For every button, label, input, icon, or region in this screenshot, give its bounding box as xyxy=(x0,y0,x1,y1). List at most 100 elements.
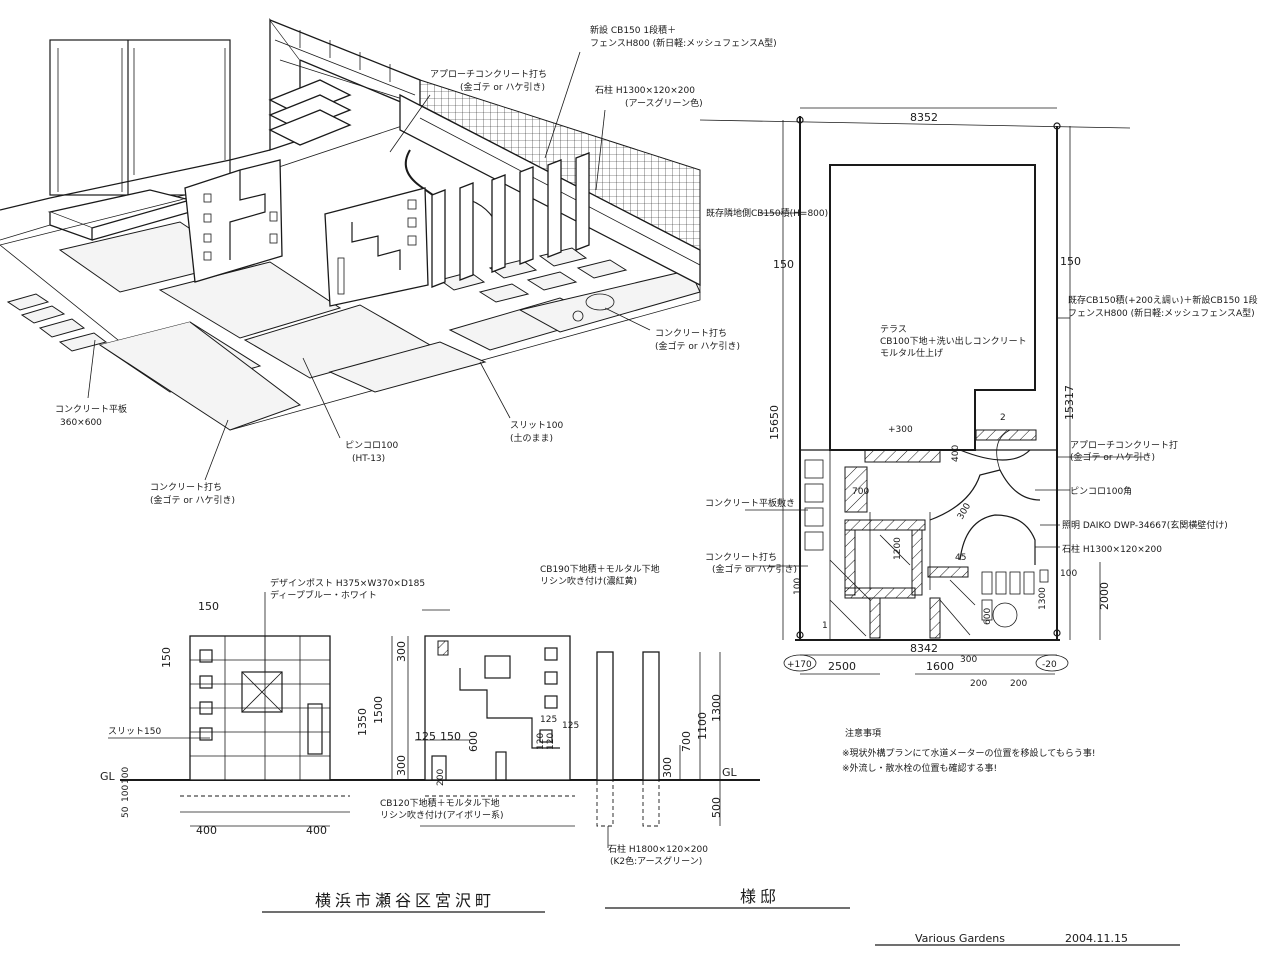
plan-cast-sub: (金ゴテ or ハケ引き) xyxy=(712,563,797,575)
elev-slit-label: スリット150 xyxy=(108,727,161,737)
plan-dim-600: 600 xyxy=(983,608,993,625)
plan-dim-45: 45 xyxy=(955,553,966,563)
elev-dim-300a: 300 xyxy=(395,641,408,662)
elev-gl-left: GL xyxy=(100,770,116,783)
elev-cb120-label: CB120下地積＋モルタル下地 xyxy=(380,797,500,809)
elev-cb190-sub: リシン吹き付け(濃紅黄) xyxy=(540,575,637,587)
elev-gl-right: GL xyxy=(722,766,738,779)
design-wall-right xyxy=(324,187,429,307)
plan-dim-1300: 1300 xyxy=(1038,587,1048,610)
elev-dim-1100: 1100 xyxy=(696,712,709,740)
plan-dim-bottom-left: 2500 xyxy=(828,660,856,673)
persp-newcb-sub: フェンスH800 (新日軽:メッシュフェンスA型) xyxy=(590,37,777,49)
elevation-views: GL GL 150 150 300 1350 1500 300 125 150 … xyxy=(100,563,760,867)
plan-level-left: +170 xyxy=(787,660,812,670)
plan-light-label: 照明 DAIKO DWP-34667(玄関横壁付け) xyxy=(1062,519,1228,531)
plan-existing-cb-right-sub: フェンスH800 (新日軽:メッシュフェンスA型) xyxy=(1068,307,1255,319)
title-date: 2004.11.15 xyxy=(1065,932,1128,945)
plan-existing-cb-label: 既存隣地側CB150積(H=800) xyxy=(706,207,828,219)
persp-approach-label: アプローチコンクリート打ち xyxy=(430,68,547,80)
title-block: 横浜市瀬谷区宮沢町 様邸 Various Gardens 2004.11.15 xyxy=(262,887,1180,946)
plan-stone-label: 石柱 H1300×120×200 xyxy=(1062,543,1162,555)
persp-plate-label: コンクリート平板 xyxy=(55,403,127,415)
plan-terrace-label: テラス xyxy=(880,324,907,335)
title-location: 横浜市瀬谷区宮沢町 xyxy=(315,891,495,910)
plan-dim-2: 2 xyxy=(1000,413,1006,423)
elev-dim-125a: 125 xyxy=(415,730,436,743)
plan-dim-right-height: 15317 xyxy=(1063,385,1076,420)
elev3-pillar-left xyxy=(596,651,614,781)
elev-dim-100b: 100 xyxy=(121,785,131,802)
plan-plates xyxy=(804,459,824,551)
elev3-pillar-right xyxy=(642,651,660,781)
plan-dim-left-height: 15650 xyxy=(768,405,781,440)
elev-post-sub: ディープブルー・ホワイト xyxy=(270,589,377,601)
persp-cast-label: コンクリート打ち xyxy=(150,481,222,493)
notes-line2: ※外流し・散水栓の位置も確認する事! xyxy=(842,762,997,774)
plan-dim-200b: 200 xyxy=(1010,679,1027,689)
plan-view: 8352 8342 150 150 15650 15317 2500 1600 … xyxy=(699,107,1258,689)
plan-dim-bottom-right: 1600 xyxy=(926,660,954,673)
plan-terrace-sub2: モルタル仕上げ xyxy=(880,347,943,359)
elev-dim-1350: 1350 xyxy=(356,708,369,736)
elev-dim-600: 600 xyxy=(467,731,480,752)
elev-stone-sub: (K2色:アースグリーン) xyxy=(610,855,702,867)
elev-dim-120b: 120 xyxy=(546,733,556,750)
persp-cast2-label: コンクリート打ち xyxy=(655,327,727,339)
elev1-post xyxy=(241,671,283,713)
elev-dim-100a: 100 xyxy=(121,767,131,784)
persp-pincoro-label: ピンコロ100 xyxy=(345,440,398,451)
plan-dim-1: 1 xyxy=(822,621,828,631)
title-company: Various Gardens xyxy=(915,932,1005,945)
perspective-view: アプローチコンクリート打ち (金ゴテ or ハケ引き) 新設 CB150 1段積… xyxy=(0,18,777,506)
plan-plate-label: コンクリート平板敷き xyxy=(705,497,795,509)
persp-newcb-label: 新設 CB150 1段積＋ xyxy=(590,24,676,36)
elev-post-label: デザインポスト H375×W370×D185 xyxy=(270,577,425,589)
plan-stone-pillars xyxy=(981,569,1049,595)
elev-cb190-label: CB190下地積＋モルタル下地 xyxy=(540,563,660,575)
elev-dim-500: 500 xyxy=(710,797,723,818)
plan-dim-100: 100 xyxy=(1060,569,1077,579)
plan-approach-sub: (金ゴテ or ハケ引き) xyxy=(1070,451,1155,463)
persp-stone-label: 石柱 H1300×120×200 xyxy=(595,84,695,96)
elev-dim-200: 200 xyxy=(436,769,446,786)
elev-dim-150b: 150 xyxy=(160,647,173,668)
elev-dim-1300: 1300 xyxy=(710,694,723,722)
plan-level-right: -20 xyxy=(1042,660,1057,670)
persp-pincoro-sub: (HT-13) xyxy=(352,454,385,464)
elev-dim-700: 700 xyxy=(680,731,693,752)
elev-dim-125c: 125 xyxy=(562,721,579,731)
plan-pincoro-label: ピンコロ100角 xyxy=(1070,485,1132,497)
plan-dim-100b: 100 xyxy=(793,578,803,595)
persp-cast-sub: (金ゴテ or ハケ引き) xyxy=(150,494,235,506)
plan-dim-depth: 2000 xyxy=(1098,582,1111,610)
elev-dim-1500: 1500 xyxy=(372,696,385,724)
elev-stone-label: 石柱 H1800×120×200 xyxy=(608,843,708,855)
notes-line1: ※現状外構プランにて水道メーターの位置を移設してもらう事! xyxy=(842,747,1095,759)
plan-dim-1200: 1200 xyxy=(893,537,903,560)
notes-heading: 注意事項 xyxy=(845,727,881,739)
plan-dim-400: 400 xyxy=(951,445,961,462)
elev-dim-300c: 300 xyxy=(661,757,674,778)
plan-terrace-sub1: CB100下地＋洗い出しコンクリート xyxy=(880,335,1027,347)
plan-dim-top: 8352 xyxy=(910,111,938,124)
elev-dim-300b: 300 xyxy=(395,755,408,776)
notes-block: 注意事項 ※現状外構プランにて水道メーターの位置を移設してもらう事! ※外流し・… xyxy=(842,727,1095,774)
plan-cast-label: コンクリート打ち xyxy=(705,551,777,563)
plan-dim-300: 300 xyxy=(960,655,977,665)
persp-stone-sub: (アースグリーン色) xyxy=(625,97,703,109)
elev-dim-120: 120 xyxy=(536,733,546,750)
persp-plate-sub: 360×600 xyxy=(60,418,102,428)
plan-dim-700: 700 xyxy=(852,487,869,497)
elev-dim-50: 50 xyxy=(121,806,131,818)
elev-dim-150c: 150 xyxy=(440,730,461,743)
plan-dim-200a: 200 xyxy=(970,679,987,689)
house-window xyxy=(49,39,231,196)
persp-approach-sub: (金ゴテ or ハケ引き) xyxy=(460,81,545,93)
stone-pillars xyxy=(431,152,590,288)
house-outline xyxy=(829,164,1036,451)
persp-slit-sub: (土のまま) xyxy=(510,432,553,444)
plan-dim-right-offset: 150 xyxy=(1060,255,1081,268)
elev-dim-150a: 150 xyxy=(198,600,219,613)
